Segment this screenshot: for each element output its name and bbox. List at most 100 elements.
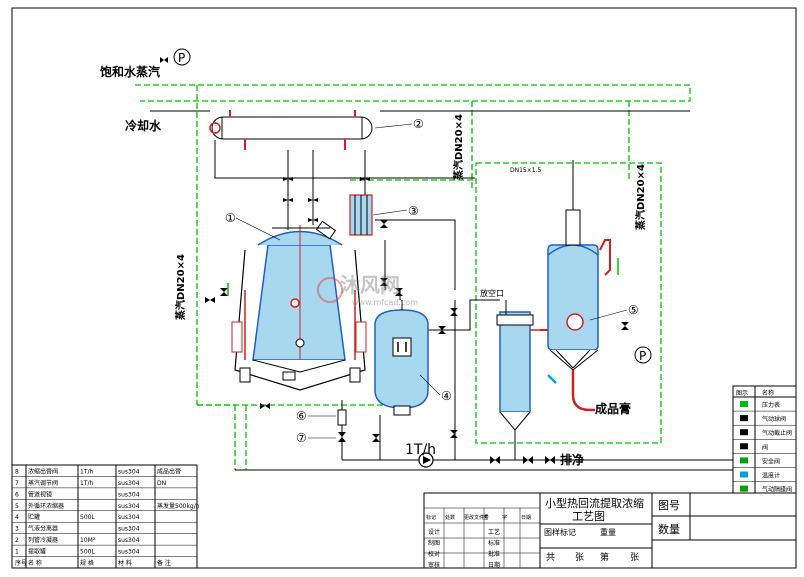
parts-cell: DN [157, 480, 166, 487]
concentrator [496, 160, 611, 445]
title-line1: 小型热回流提取浓缩 [545, 496, 644, 510]
parts-cell: 1T/h [80, 468, 94, 475]
parts-cell: sus304 [118, 491, 140, 498]
pump-icon [418, 452, 434, 468]
mark-label: 图样标记 [544, 527, 576, 537]
sight-glass [337, 409, 347, 426]
svg-text:沐风网: 沐风网 [340, 273, 400, 297]
role-right-label: 批准 [488, 550, 500, 558]
storage-tank [374, 300, 429, 416]
rev-col-label: 更改文件号 [464, 514, 489, 521]
rev-col-label: 日期 [521, 515, 531, 521]
callout-7: ⑦ [296, 431, 307, 445]
parts-cell: 6 [15, 491, 19, 498]
legend-item-label: 气动隔膜阀 [762, 486, 792, 494]
callout-2: ② [413, 117, 424, 131]
parts-cell: 3 [15, 526, 19, 533]
role-right-label: 日期 [488, 561, 500, 569]
callout-6: ⑥ [296, 409, 307, 423]
legend-icon [740, 485, 748, 492]
role-label: 审核 [428, 561, 440, 569]
label-gauge-p: P [639, 349, 646, 363]
parts-cell: 蒸汽调节阀 [28, 479, 58, 487]
parts-cell: sus304 [118, 514, 140, 521]
weight-label: 重量 [600, 527, 616, 537]
label-steam-pipe-left: 蒸汽DN20×4 [174, 254, 187, 320]
role-label: 校对 [428, 550, 440, 558]
parts-cell: 材 料 [118, 559, 132, 567]
role-label: 设计 [428, 528, 440, 536]
parts-cell: 500L [80, 514, 95, 521]
parts-cell: sus304 [118, 549, 140, 556]
legend-icon [740, 457, 748, 464]
parts-cell: 7 [15, 480, 19, 487]
sheet-label: 张 [575, 552, 584, 563]
page-label: 第 [600, 551, 609, 563]
title-block: 小型热回流提取浓缩 工艺图 图号 数量 图样标记 重量 共 张 第 张 标记处数… [423, 492, 797, 569]
parts-cell: 8 [15, 468, 19, 475]
legend-item-label: 温度计 [762, 472, 780, 480]
legend-icon [740, 415, 748, 422]
separator [349, 194, 373, 236]
title-line2: 工艺图 [572, 510, 605, 523]
parts-cell: 气液分离器 [28, 525, 58, 533]
parts-cell: sus304 [118, 480, 140, 487]
legend-icon [740, 429, 748, 436]
callout-3: ③ [408, 204, 419, 218]
parts-cell: 成品出膏 [157, 467, 181, 475]
label-pump-p: P [178, 51, 185, 65]
parts-cell: 管道视镜 [28, 490, 52, 498]
parts-cell: sus304 [118, 503, 140, 510]
rev-col-label: 字 [502, 514, 507, 521]
condenser [209, 110, 373, 150]
quantity-label: 数量 [658, 523, 680, 536]
parts-cell: 序号 [15, 559, 27, 567]
parts-cell: sus304 [118, 537, 140, 544]
parts-cell: 备 注 [157, 559, 171, 567]
parts-cell: 名 称 [28, 559, 42, 567]
legend-item-label: 气动截止阀 [762, 429, 792, 437]
regulating-valve-icon [338, 432, 346, 442]
parts-cell: 2 [15, 537, 19, 544]
total-label: 共 [546, 552, 555, 563]
parts-cell: 500L [80, 549, 95, 556]
page-suffix: 张 [630, 552, 639, 563]
parts-cell: 外循环浓缩器 [28, 502, 64, 510]
label-steam-pipe-mid: 蒸汽DN20×4 [452, 114, 465, 180]
parts-cell: 列管冷凝器 [28, 536, 58, 544]
parts-cell: 5 [15, 503, 19, 510]
label-steam-inlet: 饱和水蒸汽 [100, 64, 160, 79]
legend-header-icon: 图示 [736, 390, 748, 397]
callout-5: ⑤ [628, 303, 639, 317]
rev-col-label: 处数 [445, 514, 455, 521]
legend-item-label: 安全阀 [762, 457, 780, 465]
pressure-gauge-icon [173, 48, 652, 364]
legend-item-label: 阀 [762, 443, 768, 451]
label-cooling-water: 冷却水 [125, 118, 162, 133]
parts-cell: 1T/h [80, 480, 94, 487]
legend-header-name: 名称 [762, 389, 774, 397]
parts-cell: 浓缩出膏阀 [28, 467, 58, 475]
valves [160, 57, 629, 464]
parts-cell: 贮罐 [28, 513, 40, 521]
role-label: 制图 [428, 539, 440, 547]
label-flow-rate: 1T/h [405, 442, 436, 458]
parts-cell: 4 [15, 514, 19, 521]
parts-cell: 规 格 [80, 559, 94, 567]
label-steam-pipe-right: 蒸汽DN20×4 [634, 164, 647, 230]
role-right-label: 工艺 [488, 528, 500, 536]
steam-lines [135, 84, 691, 470]
callout-4: ④ [441, 389, 452, 403]
parts-cell: 蒸发量500kg/h [157, 502, 200, 510]
drawing-frame [11, 7, 797, 569]
rev-col-label: 标记 [426, 514, 436, 521]
parts-cell: sus304 [118, 468, 140, 475]
legend-item-label: 压力表 [762, 401, 780, 409]
extraction-tank [231, 220, 367, 391]
parts-cell: 提取罐 [28, 548, 46, 556]
watermark: 沐风网 www.mfcad.com [317, 273, 418, 307]
label-discharge: 排净 [560, 452, 584, 467]
parts-cell: 1 [15, 549, 19, 556]
